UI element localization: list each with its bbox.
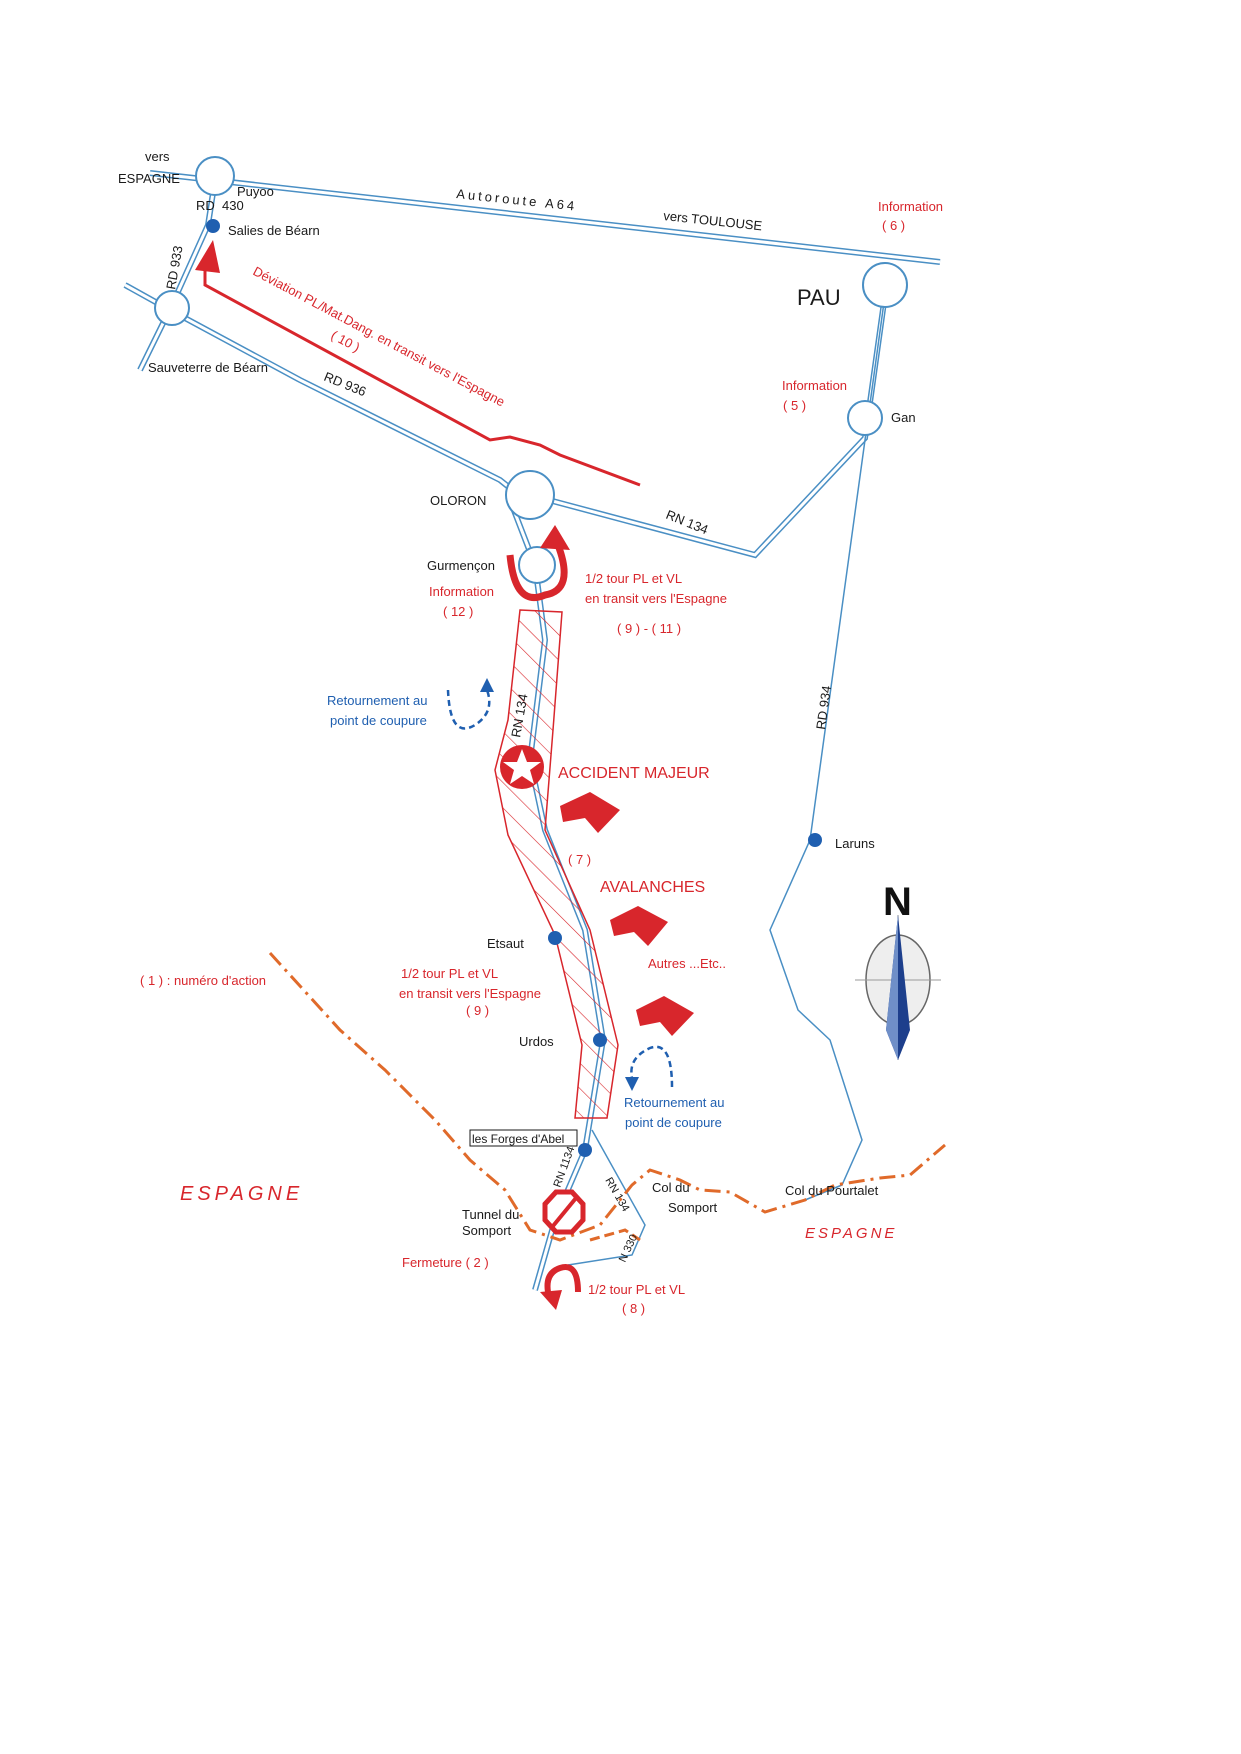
label-urdos: Urdos xyxy=(519,1034,554,1049)
label-retour-low-b: point de coupure xyxy=(625,1115,722,1130)
autoroute-a64 xyxy=(149,170,941,265)
dot-forges xyxy=(578,1143,592,1157)
label-num7: ( 7 ) xyxy=(568,852,591,867)
label-tunnel-2: Somport xyxy=(462,1223,512,1238)
label-retour-top-a: Retournement au xyxy=(327,693,427,708)
arrow-autres xyxy=(636,996,694,1036)
label-autres: Autres ...Etc.. xyxy=(648,956,726,971)
blue-uturn-low xyxy=(625,1045,674,1091)
label-info12-b: ( 12 ) xyxy=(443,604,473,619)
label-demitour-mid-a: 1/2 tour PL et VL xyxy=(401,966,498,981)
label-demitour-top-b: en transit vers l'Espagne xyxy=(585,591,727,606)
label-info5-a: Information xyxy=(782,378,847,393)
dot-laruns xyxy=(808,833,822,847)
label-rd430-a: RD xyxy=(196,198,215,213)
closed-zone xyxy=(494,609,619,1119)
roundabout-oloron xyxy=(505,470,555,520)
label-pau: PAU xyxy=(797,285,841,310)
label-gurmencon: Gurmençon xyxy=(427,558,495,573)
roundabout-pau xyxy=(862,262,908,308)
label-deviation: Déviation PL/Mat.Dang. en transit vers l… xyxy=(251,263,508,409)
label-rd430-b: 430 xyxy=(222,198,244,213)
label-info12-a: Information xyxy=(429,584,494,599)
label-n330: N 330 xyxy=(617,1233,640,1265)
label-tunnel-1: Tunnel du xyxy=(462,1207,519,1222)
label-legend: ( 1 ) : numéro d'action xyxy=(140,973,266,988)
label-salies: Salies de Béarn xyxy=(228,223,320,238)
tunnel-closed-icon xyxy=(542,1189,586,1235)
label-laruns: Laruns xyxy=(835,836,875,851)
label-col-somport-1: Col du xyxy=(652,1180,690,1195)
label-demitour-mid-c: ( 9 ) xyxy=(466,1003,489,1018)
label-info6-a: Information xyxy=(878,199,943,214)
u-turn-low xyxy=(540,1264,581,1310)
deviation-arrow xyxy=(195,240,641,487)
label-info6-b: ( 6 ) xyxy=(882,218,905,233)
label-retour-top-b: point de coupure xyxy=(330,713,427,728)
label-espagne-big: ESPAGNE xyxy=(180,1183,303,1205)
label-espagne-small: ESPAGNE xyxy=(805,1225,897,1242)
label-espagne-arrow: ESPAGNE xyxy=(118,171,180,186)
roundabout-gan xyxy=(847,400,883,436)
roundabout-gurmencon xyxy=(518,546,556,584)
label-demitour-low-b: ( 8 ) xyxy=(622,1301,645,1316)
label-puyoo: Puyoo xyxy=(237,184,274,199)
label-demitour-mid-b: en transit vers l'Espagne xyxy=(399,986,541,1001)
dot-etsaut xyxy=(548,931,562,945)
label-demitour-top-a: 1/2 tour PL et VL xyxy=(585,571,682,586)
dot-urdos xyxy=(593,1033,607,1047)
compass-north-label: N xyxy=(883,880,912,924)
label-demitour-top-c: ( 9 ) - ( 11 ) xyxy=(617,621,681,636)
label-col-somport-2: Somport xyxy=(668,1200,718,1215)
label-sauveterre: Sauveterre de Béarn xyxy=(148,360,268,375)
dot-salies xyxy=(206,219,220,233)
blue-uturn-top xyxy=(446,678,494,730)
label-etsaut: Etsaut xyxy=(487,936,524,951)
label-forges: les Forges d'Abel xyxy=(472,1132,564,1146)
spanish-border xyxy=(268,951,946,1242)
label-info5-b: ( 5 ) xyxy=(783,398,806,413)
roundabout-sauveterre xyxy=(154,290,190,326)
label-oloron: OLORON xyxy=(430,493,486,508)
label-vers: vers xyxy=(145,149,170,164)
label-avalanches: AVALANCHES xyxy=(600,879,705,896)
label-accident: ACCIDENT MAJEUR xyxy=(558,765,710,782)
arrow-avalanches xyxy=(610,906,668,946)
label-col-pourtalet: Col du Pourtalet xyxy=(785,1183,879,1198)
label-retour-low-a: Retournement au xyxy=(624,1095,724,1110)
arrow-accident xyxy=(560,792,620,833)
accident-icon xyxy=(500,745,544,789)
compass-icon xyxy=(855,915,941,1060)
u-turn-top xyxy=(506,525,570,602)
label-gan: Gan xyxy=(891,410,916,425)
place-labels: vers ESPAGNE Puyoo RD 430 Salies de Béar… xyxy=(118,149,916,1264)
label-fermeture: Fermeture ( 2 ) xyxy=(402,1255,489,1270)
label-rn134-low: RN 134 xyxy=(602,1176,631,1214)
label-demitour-low-a: 1/2 tour PL et VL xyxy=(588,1282,685,1297)
label-rd934: RD 934 xyxy=(813,685,834,731)
roundabout-puyoo xyxy=(195,156,235,196)
